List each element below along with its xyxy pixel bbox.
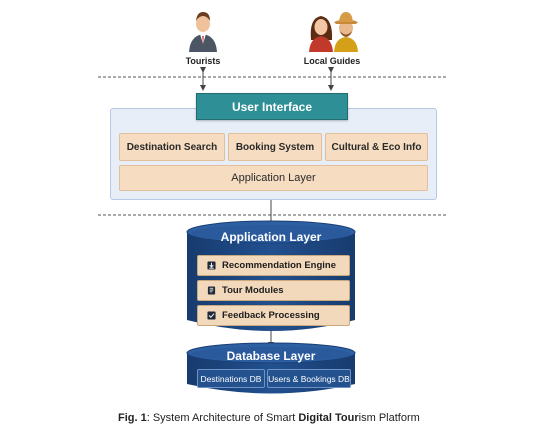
application-layer-title: Application Layer	[220, 230, 322, 244]
caption-bold-digital: Digital	[298, 412, 332, 424]
caption-text-1: : System Architecture of Smart	[146, 412, 299, 424]
check-box-icon	[207, 311, 216, 320]
feedback-processing-row: Feedback Processing	[197, 305, 350, 326]
module-cultural-eco-info: Cultural & Eco Info	[325, 133, 428, 161]
users-bookings-db-chip: Users & Bookings DB	[267, 369, 351, 388]
download-icon	[207, 261, 216, 270]
module-destination-search: Destination Search	[119, 133, 225, 161]
recommendation-engine-label: Recommendation Engine	[222, 260, 337, 271]
male-guide-person-icon	[334, 12, 358, 52]
application-layer-bar: Application Layer	[119, 165, 428, 191]
tourist-person-icon	[189, 12, 217, 52]
local-guides-label: Local Guides	[303, 56, 361, 66]
tour-modules-row: Tour Modules	[197, 280, 350, 301]
destinations-db-chip: Destinations DB	[197, 369, 265, 388]
caption-fig-number: Fig. 1	[118, 412, 147, 424]
module-booking-system: Booking System	[228, 133, 322, 161]
recommendation-engine-row: Recommendation Engine	[197, 255, 350, 276]
caption-bold-tour: Tour	[335, 412, 359, 424]
database-layer-title: Database Layer	[226, 349, 316, 363]
caption-text-3: ism Platform	[358, 412, 420, 424]
figure-caption: Fig. 1: System Architecture of Smart Dig…	[118, 412, 420, 424]
tour-modules-label: Tour Modules	[222, 285, 284, 296]
tourists-label: Tourists	[185, 56, 221, 66]
female-guide-person-icon	[309, 16, 333, 52]
feedback-processing-label: Feedback Processing	[222, 310, 320, 321]
book-icon	[207, 286, 216, 295]
user-interface-box: User Interface	[196, 93, 348, 120]
